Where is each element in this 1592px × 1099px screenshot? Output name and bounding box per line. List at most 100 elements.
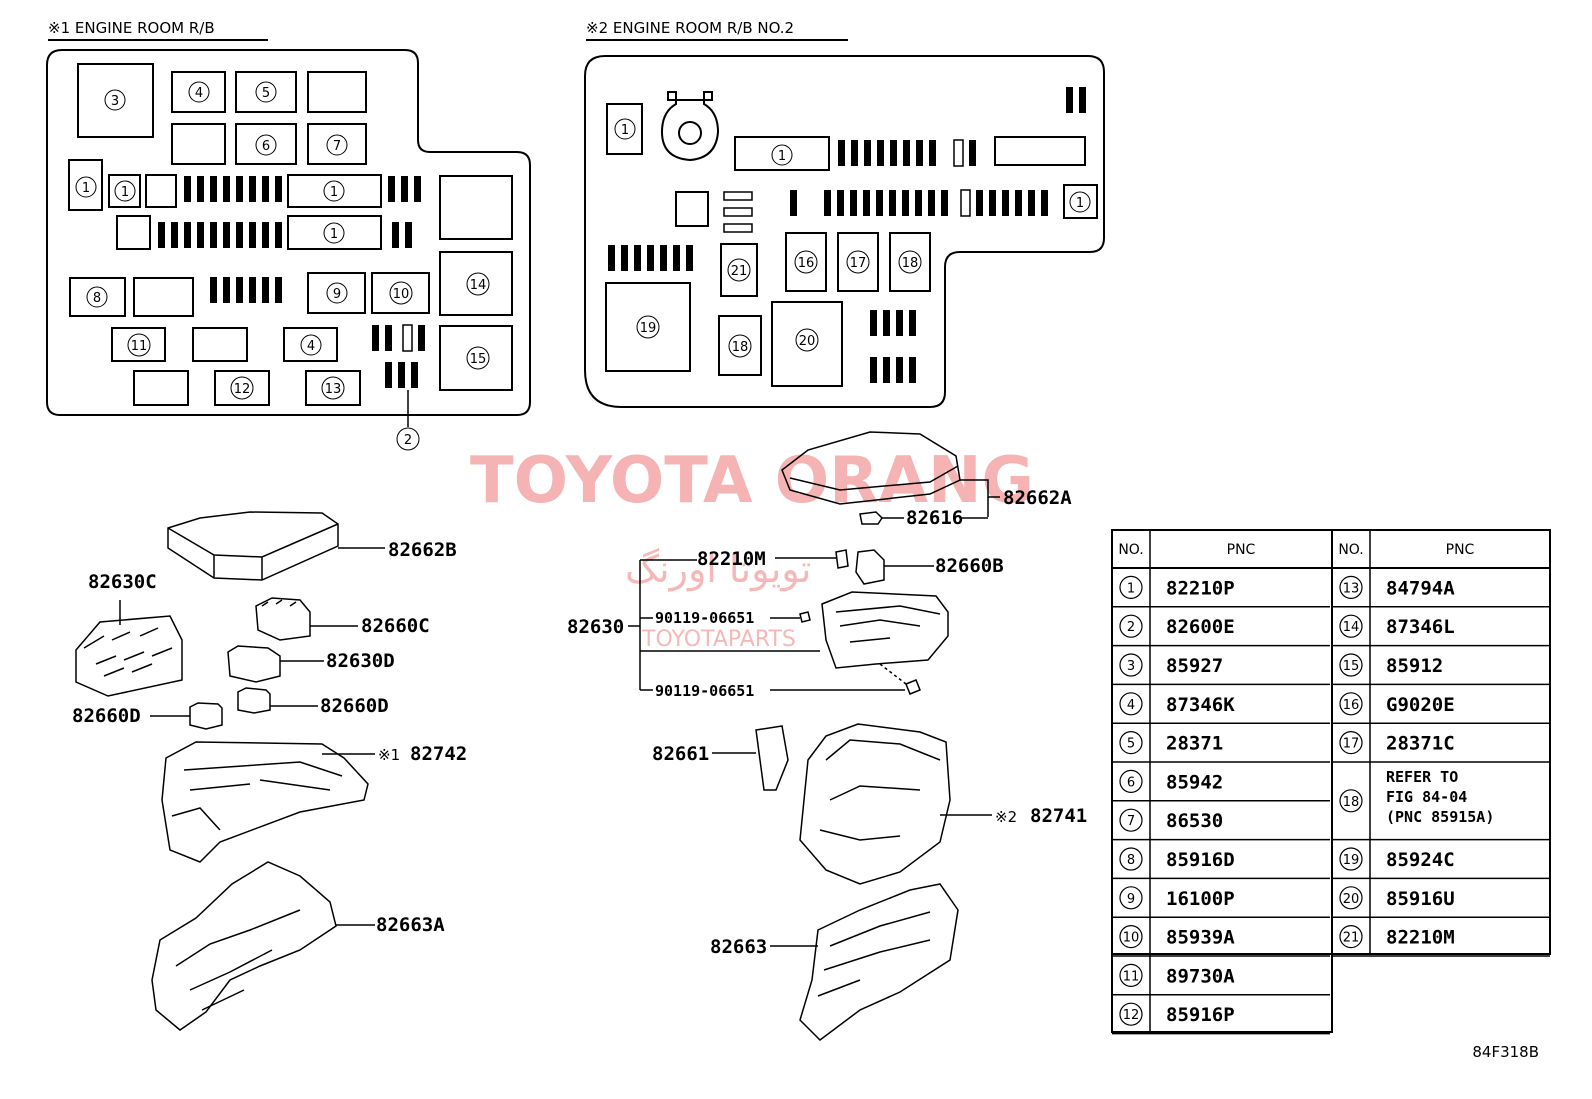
table-row-number: 17: [1343, 737, 1360, 752]
watermark-sub: TOYOTAPARTS: [641, 627, 796, 652]
label-82660D-right: 82660D: [320, 695, 389, 717]
table-row-number: 15: [1343, 659, 1360, 674]
watermark-arabic: تويوتا اورنگ: [625, 547, 812, 592]
table-row-number-circle: [1339, 653, 1363, 677]
parts-right: [628, 431, 1000, 1041]
watermark: TOYOTA ORANG تويوتا اورنگ TOYOTAPARTS: [470, 444, 1034, 652]
table-row-number: 13: [1343, 581, 1360, 596]
figure-code: 84F318B: [1472, 1043, 1539, 1061]
table-head-no-right: NO.: [1338, 542, 1363, 558]
svg-text:1: 1: [82, 181, 90, 196]
box2-title: ※2 ENGINE ROOM R/B NO.2: [586, 19, 794, 37]
label-82660C: 82660C: [361, 615, 430, 637]
table-row-number: 5: [1127, 737, 1135, 752]
svg-text:4: 4: [307, 339, 315, 354]
svg-text:1: 1: [621, 123, 629, 138]
table-row-number: 11: [1123, 969, 1140, 984]
parts-left: [75, 511, 385, 1031]
table-row-pnc: 85916D: [1166, 849, 1235, 871]
svg-text:14: 14: [470, 278, 487, 293]
table-row-number-circle: [1119, 924, 1143, 949]
table-row-pnc: 85939A: [1166, 927, 1235, 949]
label-82660D-left: 82660D: [72, 705, 141, 727]
svg-text:9: 9: [333, 287, 341, 302]
table-row-number: 16: [1343, 698, 1360, 713]
table-row-number-circle: [1119, 808, 1143, 832]
table-row-pnc: 85916P: [1166, 1004, 1235, 1026]
table-row-pnc: 86530: [1166, 810, 1223, 832]
label-82630: 82630: [567, 616, 624, 638]
table-row-number-circle: [1339, 575, 1363, 600]
table-row-pnc-line: (PNC 85915A): [1386, 808, 1494, 826]
table-row-pnc: 85916U: [1386, 888, 1455, 910]
svg-text:13: 13: [325, 382, 342, 397]
table-row-number: 20: [1343, 892, 1360, 907]
table-row-pnc: 28371C: [1386, 733, 1455, 755]
label-82616: 82616: [906, 507, 963, 529]
label-82662A: 82662A: [1003, 487, 1072, 509]
table-row-pnc: G9020E: [1386, 694, 1455, 716]
label-82210M: 82210M: [697, 548, 766, 570]
svg-text:20: 20: [799, 334, 816, 349]
table-head-pnc-left: PNC: [1227, 542, 1256, 558]
label-82662B: 82662B: [388, 539, 457, 561]
svg-text:3: 3: [111, 94, 119, 109]
box2-outline: [584, 55, 1105, 408]
label-82741-mark: ※2: [995, 808, 1017, 826]
table-row-number-circle: [1339, 847, 1363, 871]
svg-text:1: 1: [121, 185, 129, 200]
table-row-number: 4: [1127, 698, 1135, 713]
table-row-pnc: 85912: [1386, 655, 1443, 677]
table-row-pnc: 89730A: [1166, 965, 1235, 987]
table-row-number-circle: [1339, 730, 1363, 755]
table-row-pnc: 85927: [1166, 655, 1223, 677]
svg-text:11: 11: [131, 339, 148, 354]
table-row-pnc: 87346L: [1386, 616, 1455, 638]
label-82741: 82741: [1030, 805, 1087, 827]
watermark-main: TOYOTA ORANG: [470, 444, 1034, 518]
svg-text:8: 8: [93, 291, 101, 306]
table-row-number-circle: [1339, 789, 1363, 813]
label-82742: 82742: [410, 743, 467, 765]
table-row-pnc: 82210P: [1166, 577, 1235, 599]
table-row-number-circle: [1119, 730, 1143, 755]
table-row-number: 1: [1127, 581, 1135, 596]
table-row-number: 9: [1127, 892, 1135, 907]
table-row-number-circle: [1339, 692, 1363, 716]
svg-text:4: 4: [195, 86, 203, 101]
table-row-number-circle: [1119, 653, 1143, 677]
table-row-number-circle: [1119, 847, 1143, 871]
table-row-pnc-line: FIG 84-04: [1386, 788, 1467, 806]
table-row-number: 6: [1127, 775, 1135, 790]
table-row-pnc: 16100P: [1166, 888, 1235, 910]
svg-text:1: 1: [1076, 196, 1084, 211]
table-row-pnc: 28371: [1166, 733, 1223, 755]
label-82663A: 82663A: [376, 914, 445, 936]
svg-text:2: 2: [404, 433, 412, 448]
table-row-pnc: 87346K: [1166, 694, 1235, 716]
svg-text:16: 16: [798, 256, 815, 271]
label-90119-top: 90119-06651: [655, 609, 754, 627]
svg-text:19: 19: [640, 321, 657, 336]
label-90119-bottom: 90119-06651: [655, 682, 754, 700]
svg-text:6: 6: [262, 139, 270, 154]
table-row-number-circle: [1119, 963, 1143, 988]
table-row-number-circle: [1119, 769, 1143, 794]
svg-text:5: 5: [262, 86, 270, 101]
label-82661: 82661: [652, 743, 709, 765]
svg-text:21: 21: [731, 264, 748, 279]
table-head-pnc-right: PNC: [1446, 542, 1475, 558]
table-row-number-circle: [1119, 614, 1143, 638]
table-row-number-circle: [1119, 692, 1143, 716]
table-row-number: 10: [1123, 931, 1140, 946]
engine-room-rb-2: ※2 ENGINE ROOM R/B NO.2 1 1 1 21 16 1: [584, 19, 1105, 408]
svg-text:15: 15: [470, 352, 487, 367]
table-row-number-circle: [1119, 575, 1143, 600]
label-82663: 82663: [710, 936, 767, 958]
table-row-pnc: 85942: [1166, 771, 1223, 793]
svg-text:18: 18: [902, 256, 919, 271]
table-row-number: 14: [1343, 620, 1360, 635]
